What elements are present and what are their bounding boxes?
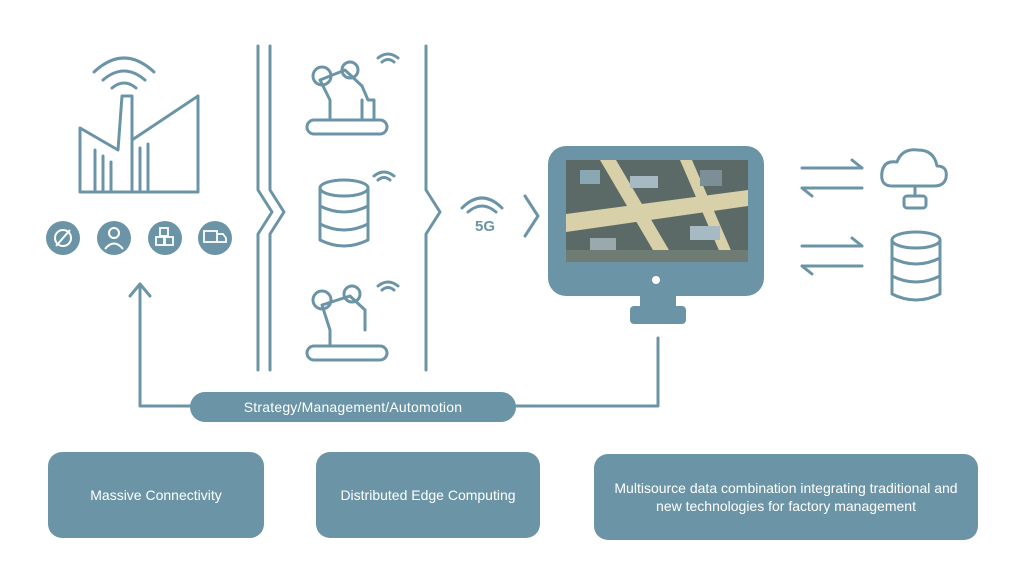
flow-label: Strategy/Management/Automotion [243,399,463,415]
card-distributed-edge-computing: Distributed Edge Computing [316,452,540,538]
feedback-arrow [128,282,660,408]
factory-floor-image [566,160,748,262]
left-bracket [256,44,286,372]
right-bracket [424,44,442,372]
card-multisource-data: Multisource data combination integrating… [594,454,978,540]
robot-arm-icon [305,284,389,362]
delivery-truck-icon [198,221,232,255]
sync-arrows [800,158,864,198]
factory-icon [78,94,200,194]
card-massive-connectivity: Massive Connectivity [48,452,264,538]
cloud-icon [880,148,948,210]
wifi-icon [376,280,400,292]
boxes-icon [148,221,182,255]
5g-signal-icon [460,194,540,238]
wifi-icon [372,170,396,182]
database-icon [318,178,370,248]
worker-icon [97,221,131,255]
network-label: 5G [474,218,495,235]
wifi-icon [92,56,156,90]
sync-arrows [800,236,864,276]
robot-arm-icon [305,60,389,136]
wifi-icon [376,52,400,64]
gear-wrench-icon [46,221,80,255]
card-label: Massive Connectivity [90,487,222,503]
flow-pill [190,392,516,422]
card-label: Distributed Edge Computing [340,487,516,503]
card-label: Multisource data combination integrating… [614,480,958,514]
database-icon [890,230,942,302]
